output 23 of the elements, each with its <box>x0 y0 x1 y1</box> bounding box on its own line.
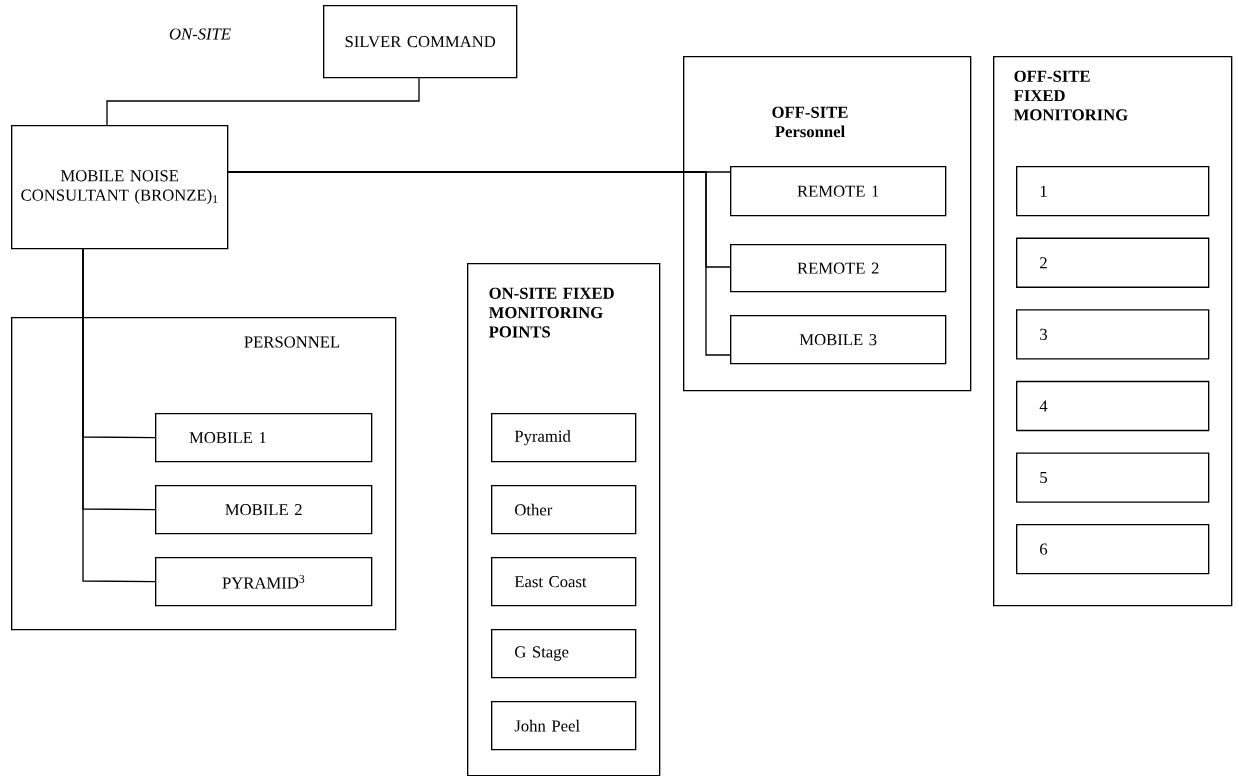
unit-box: 1 <box>1016 166 1210 217</box>
unit-box: REMOTE 2 <box>730 244 947 293</box>
unit-box: MOBILE NOISE CONSULTANT (BRONZE)$_{1}$ <box>11 125 229 250</box>
unit-box: PYRAMID$^{3}$ <box>155 557 373 607</box>
unit-box: John Peel <box>491 701 637 751</box>
section-label: ON-SITE <box>169 28 231 40</box>
connector-line <box>82 248 156 583</box>
unit-box: Pyramid <box>491 413 637 463</box>
connector-line <box>106 77 420 126</box>
unit-box: Other <box>491 485 637 535</box>
unit-box: 5 <box>1016 452 1210 503</box>
unit-box: MOBILE 1 <box>155 413 373 463</box>
unit-box: SILVER COMMAND <box>323 5 518 79</box>
unit-box: 6 <box>1016 524 1210 575</box>
unit-box: G Stage <box>491 629 637 679</box>
unit-box: 2 <box>1016 237 1210 288</box>
connector-line <box>227 171 731 356</box>
unit-box: MOBILE 2 <box>155 485 373 535</box>
unit-box: 3 <box>1016 309 1210 360</box>
unit-box: East Coast <box>491 557 637 607</box>
unit-box: 4 <box>1016 380 1210 432</box>
unit-box: MOBILE 3 <box>730 315 947 365</box>
unit-box: REMOTE 1 <box>730 166 947 217</box>
